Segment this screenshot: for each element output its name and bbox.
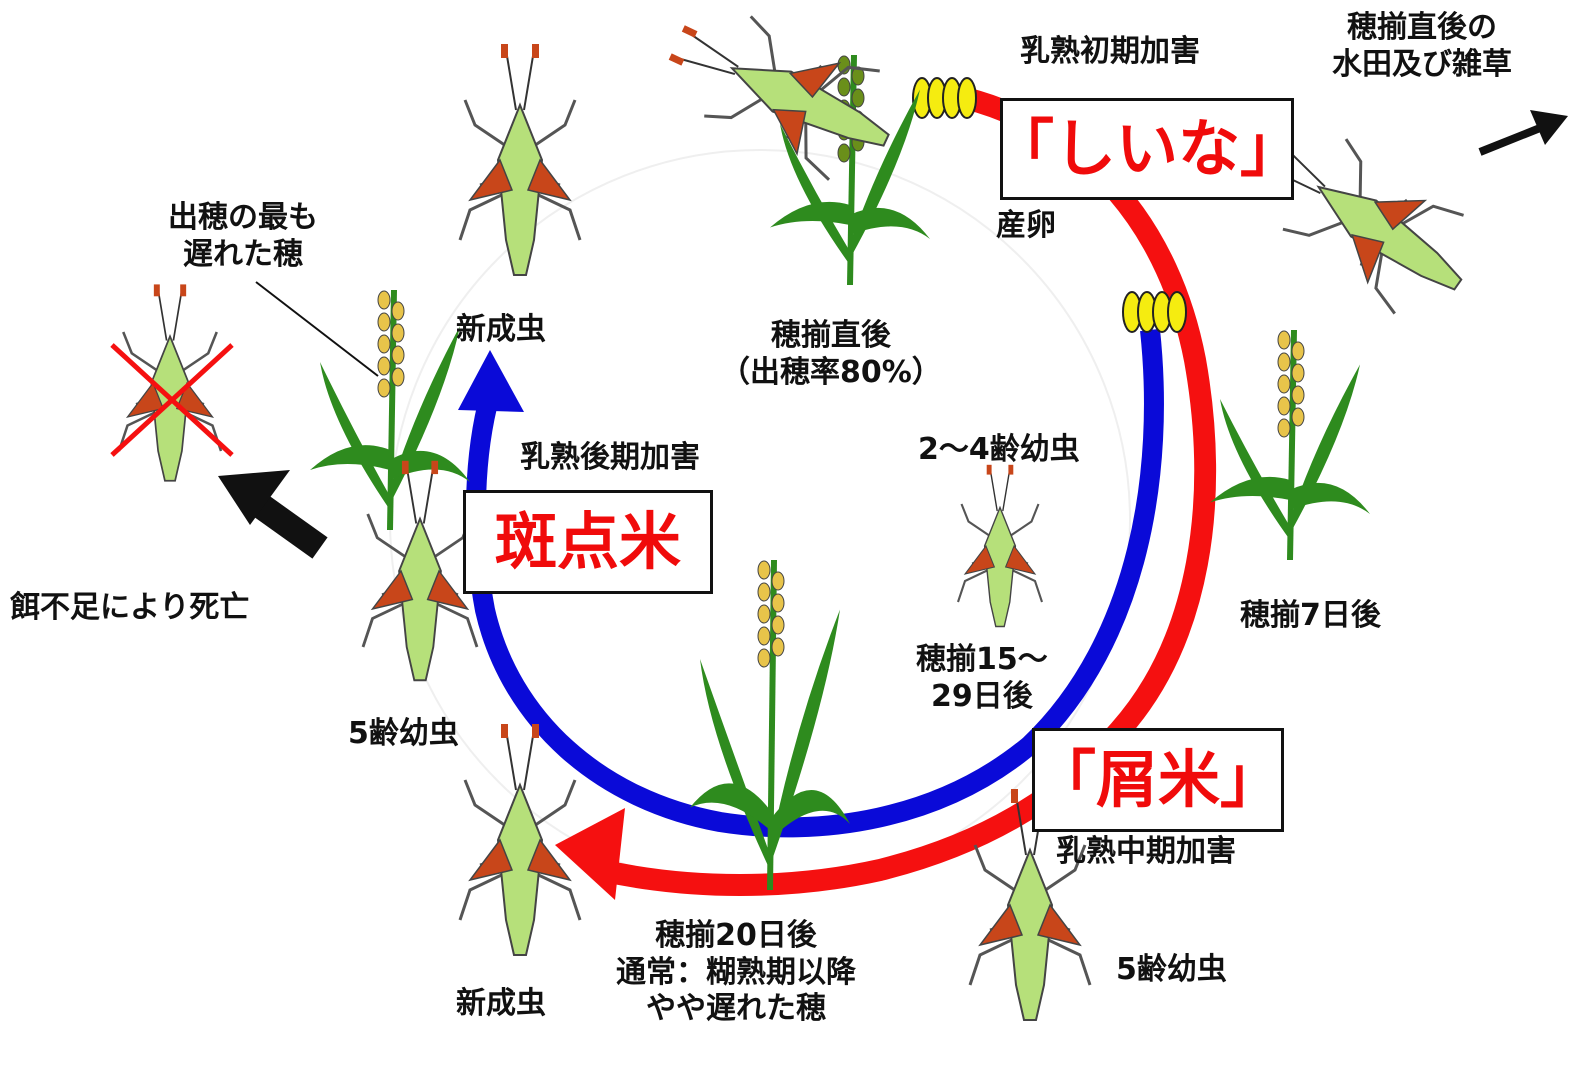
egg-cluster-right — [1123, 292, 1186, 332]
paddy-weeds-label: 穂揃直後の 水田及び雑草 — [1332, 10, 1512, 83]
instar5-left-label: 5齢幼虫 — [348, 716, 459, 753]
mid-milk-damage-label: 乳熟中期加害 — [1056, 834, 1236, 871]
day15-29-label: 穂揃15～ 29日後 — [916, 642, 1048, 715]
blue-arrow-head — [458, 350, 524, 412]
heading-complete-line-1: 穂揃直後 — [720, 318, 942, 355]
heading-complete-label: 穂揃直後 （出穂率80%） — [720, 318, 942, 391]
rice-plant — [1210, 330, 1370, 560]
pointer-line — [256, 282, 378, 376]
black-arrow-icon — [1480, 110, 1568, 152]
rice-plant — [690, 560, 850, 890]
paddy-weeds-line-2: 水田及び雑草 — [1332, 47, 1512, 84]
latest-ear-line-1: 出穂の最も — [168, 200, 318, 237]
hanten-box: 斑点米 — [463, 490, 713, 594]
heading-complete-line-2: （出穂率80%） — [720, 355, 942, 392]
egg-cluster-top — [913, 78, 976, 118]
latest-ear-line-2: 遅れた穂 — [168, 237, 318, 274]
shiina-box: 「しいな」 — [1000, 98, 1294, 200]
day20-line-2: 通常：糊熟期以降 — [616, 955, 856, 992]
day20-line-3: やや遅れた穂 — [616, 991, 856, 1028]
day15-29-line-1: 穂揃15～ — [916, 642, 1048, 679]
paddy-weeds-line-1: 穂揃直後の — [1332, 10, 1512, 47]
day20-line-1: 穂揃20日後 — [616, 918, 856, 955]
starvation-label: 餌不足により死亡 — [10, 590, 249, 627]
rice-bug-icon — [651, 0, 911, 195]
instar5-bottom-label: 5齢幼虫 — [1116, 952, 1227, 989]
new-adult-bottom-label: 新成虫 — [456, 986, 546, 1023]
rice-bug-icon — [119, 284, 221, 480]
rice-bug-icon — [958, 465, 1042, 627]
day7-label: 穂揃7日後 — [1240, 598, 1381, 635]
day20-label: 穂揃20日後 通常：糊熟期以降 やや遅れた穂 — [616, 918, 856, 1028]
spawning-label: 産卵 — [996, 208, 1056, 245]
new-adult-top-label: 新成虫 — [456, 312, 546, 349]
kuzumai-box: 「屑米」 — [1032, 728, 1284, 832]
late-milk-damage-label: 乳熟後期加害 — [520, 440, 700, 477]
early-milk-damage-label: 乳熟初期加害 — [1020, 34, 1200, 71]
black-arrow-icon — [218, 470, 320, 548]
latest-ear-label: 出穂の最も 遅れた穂 — [168, 200, 318, 273]
instar-2-4-label: 2～4齢幼虫 — [918, 432, 1080, 469]
day15-29-line-2: 29日後 — [916, 679, 1048, 716]
rice-bug-icon — [460, 44, 580, 275]
